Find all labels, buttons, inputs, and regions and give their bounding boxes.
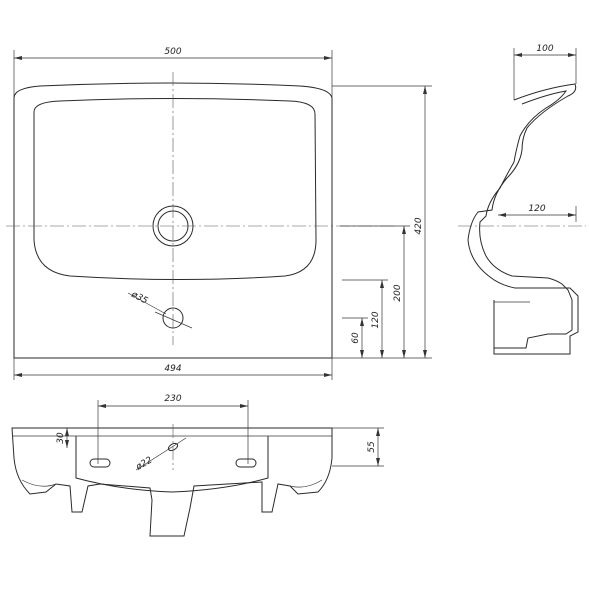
mount-slot-left (89, 458, 111, 468)
dim-width-bottom: 494 (13, 358, 333, 380)
tap-center-line (154, 311, 193, 329)
dim-bottom-30: 30 (56, 428, 69, 448)
tap-leader (127, 292, 167, 315)
dim-55-label: 55 (367, 441, 377, 453)
dim-230-label: 230 (164, 394, 181, 404)
dim-120-label: 120 (371, 311, 381, 328)
dim-dia-35-label: ø35 (129, 289, 150, 306)
dim-200-label: 200 (393, 284, 403, 301)
side-outline (467, 83, 579, 355)
dim-side-120: 120 (498, 204, 577, 222)
dim-heights: 420 200 120 60 (332, 85, 432, 359)
dim-width-top: 500 (13, 47, 333, 98)
mount-slot-right (235, 458, 257, 468)
dim-side-120-label: 120 (528, 204, 545, 214)
side-view (458, 83, 586, 355)
dim-500-label: 500 (164, 47, 181, 57)
bowl-inner (33, 98, 317, 280)
dim-60-label: 60 (351, 332, 361, 344)
top-view (6, 72, 395, 359)
dim-dia-22-label: ø22 (134, 455, 155, 473)
dim-depth: 100 (513, 44, 577, 100)
side-inner (479, 90, 573, 349)
dim-30-label: 30 (56, 432, 66, 444)
bottom-right-channel (289, 479, 323, 488)
dim-494-label: 494 (164, 364, 181, 374)
basin-outline (13, 82, 333, 359)
dim-bottom-55: 55 (332, 427, 384, 467)
bottom-inner-rim (75, 436, 269, 493)
bottom-tap-leader (135, 437, 187, 471)
dim-span-230: 230 (97, 394, 249, 464)
dim-100-label: 100 (536, 44, 553, 54)
bottom-left-channel (21, 479, 57, 487)
dim-420-label: 420 (414, 217, 424, 234)
bottom-outline (11, 427, 333, 537)
